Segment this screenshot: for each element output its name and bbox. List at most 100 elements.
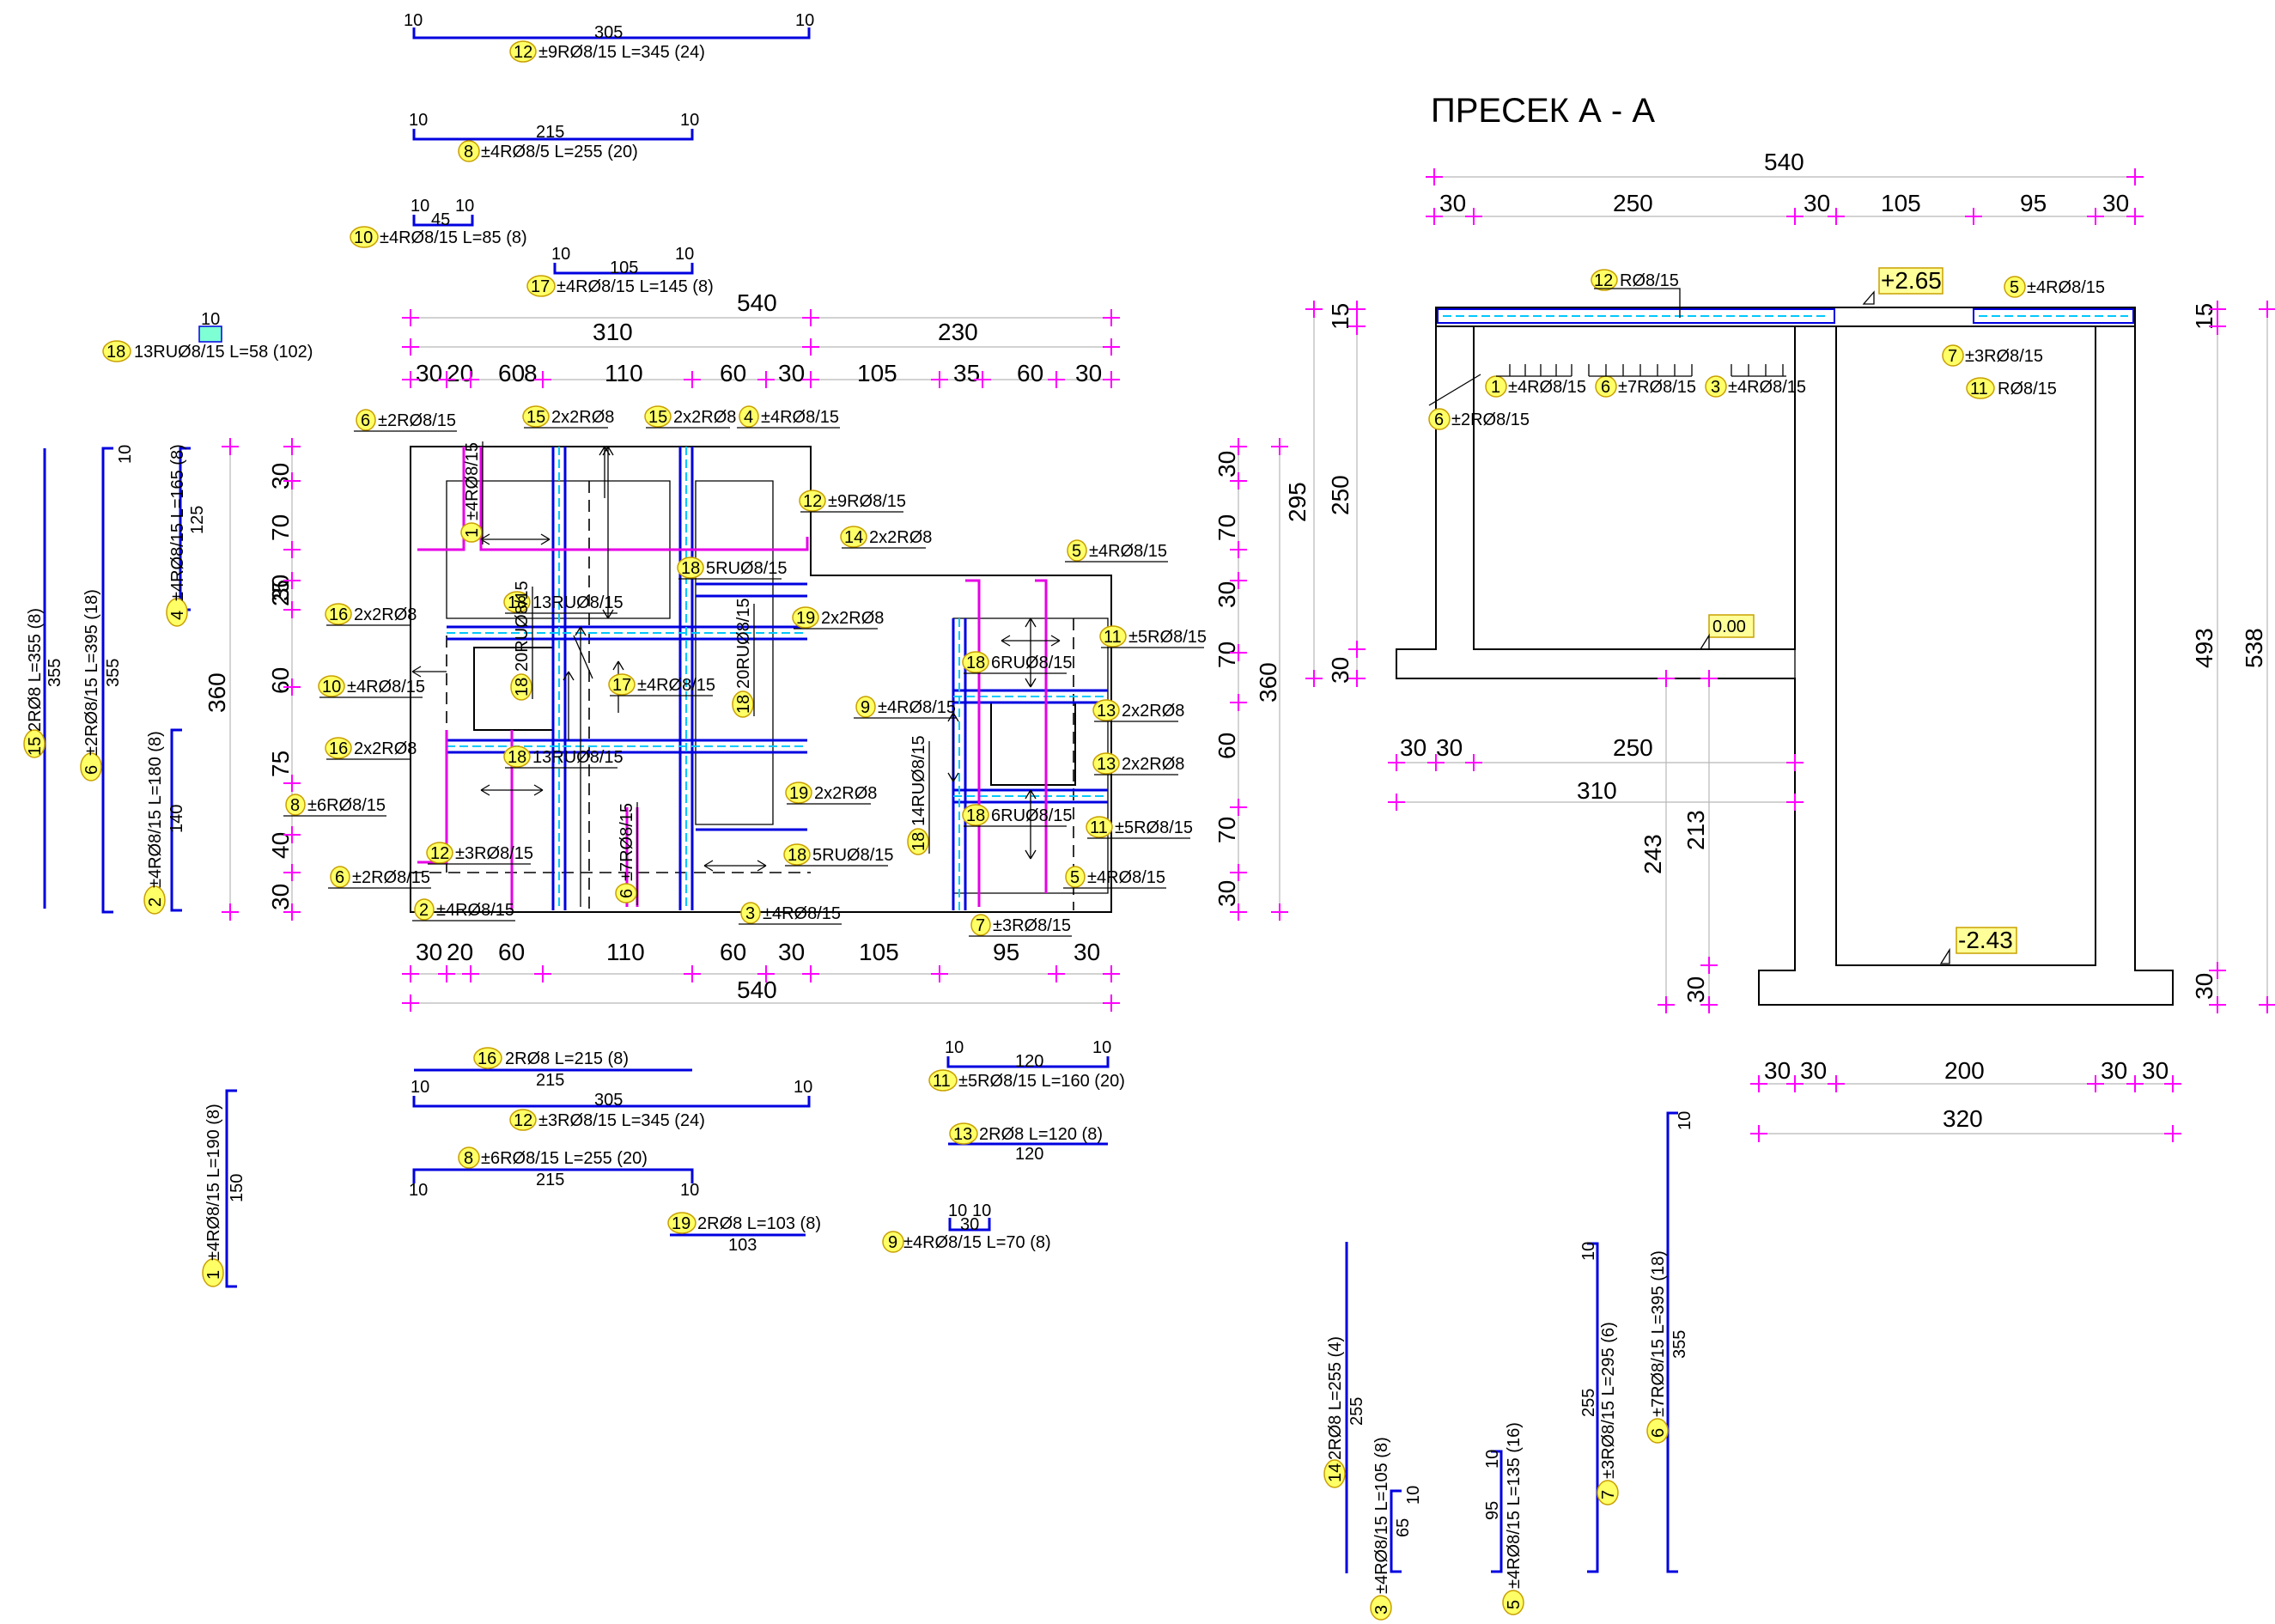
bar-marker bbox=[1092, 699, 1120, 721]
dimension-tick bbox=[438, 371, 455, 388]
dimension-tick bbox=[1700, 957, 1718, 974]
bar-marker bbox=[1502, 1590, 1524, 1615]
bar-number: 19 bbox=[789, 784, 808, 803]
dim: 70 bbox=[1214, 514, 1240, 541]
dimension-tick bbox=[438, 965, 455, 982]
bar-marker bbox=[509, 40, 537, 63]
dimension-tick bbox=[2164, 1075, 2181, 1092]
dimension-tick bbox=[757, 371, 775, 388]
bar-marker bbox=[330, 866, 350, 888]
bar-number: 8 bbox=[290, 796, 300, 815]
dim: 70 bbox=[267, 514, 294, 541]
bar-spec: ±4RØ8/15 bbox=[463, 442, 482, 520]
dim: 30 bbox=[1800, 1057, 1827, 1084]
bar-marker bbox=[460, 522, 483, 543]
dim: 20 bbox=[447, 939, 473, 965]
bar-marker bbox=[615, 883, 637, 903]
bar-spec: ±4RØ8/15 bbox=[637, 676, 715, 695]
bar-number: 7 bbox=[1948, 347, 1957, 366]
bar-number: 7 bbox=[1599, 1490, 1618, 1499]
bar-number: 14 bbox=[1326, 1463, 1345, 1482]
hook-label: 10 bbox=[411, 197, 429, 216]
bar-marker bbox=[1067, 539, 1087, 562]
bar-spec: 14RUØ8/15 bbox=[909, 735, 928, 826]
dim: 70 bbox=[1214, 817, 1240, 843]
dimension-tick bbox=[684, 965, 701, 982]
bar-number: 15 bbox=[26, 737, 45, 756]
dimension-tick bbox=[222, 903, 239, 921]
plan-label: 1 ±4RØ8/15 bbox=[460, 441, 484, 544]
bar-spec: ±2RØ8/15 bbox=[378, 411, 456, 430]
bar-spec: ±2RØ8/15 bbox=[1451, 411, 1530, 429]
bar-number: 6 bbox=[82, 765, 101, 775]
bar-spec: ±4RØ8/15 bbox=[347, 678, 425, 696]
bar-marker bbox=[1942, 344, 1964, 367]
bar-marker bbox=[799, 490, 826, 512]
dim: 95 bbox=[2020, 190, 2047, 216]
dim: 95 bbox=[993, 939, 1019, 965]
dimension-tick bbox=[1348, 670, 1366, 687]
level-bottom: -2.43 bbox=[1958, 927, 2013, 953]
bar-spec: 2x2RØ8 bbox=[354, 739, 417, 758]
slab-reinforcement bbox=[1437, 308, 1835, 324]
bar-spec: ±7RØ8/15 L=395 (18) bbox=[1649, 1250, 1668, 1417]
bar-number: 8 bbox=[464, 143, 473, 161]
dim: 30 bbox=[2191, 973, 2217, 1000]
bar-marker bbox=[667, 1212, 696, 1234]
bar-spec: ±2RØ8/15 L=395 (18) bbox=[82, 589, 101, 756]
bar-spec: RØ8/15 bbox=[1620, 271, 1679, 290]
bar-spec: ±9RØ8/15 bbox=[828, 492, 906, 511]
bar-spec: ±4RØ8/15 bbox=[2027, 278, 2105, 297]
bar-number: 18 bbox=[508, 748, 526, 767]
bar-number: 1 bbox=[463, 528, 482, 538]
bar-spec: 13RUØ8/15 bbox=[532, 593, 623, 612]
bar-number: 3 bbox=[745, 904, 755, 923]
dim: 320 bbox=[1943, 1105, 1983, 1132]
bar-spec: ±5RØ8/15 bbox=[1128, 628, 1207, 647]
dim: 250 bbox=[1613, 190, 1653, 216]
dimension-tick bbox=[2126, 168, 2144, 186]
bar-spec: 2x2RØ8 bbox=[869, 528, 932, 547]
dimension-tick bbox=[1348, 318, 1366, 335]
dim-total: 540 bbox=[737, 976, 777, 1003]
dim: 110 bbox=[606, 939, 645, 965]
bar-marker bbox=[949, 1122, 978, 1145]
bar-spec: 2x2RØ8 bbox=[821, 609, 884, 628]
plan-label: 19 2x2RØ8 bbox=[785, 782, 877, 805]
dim: 105 bbox=[1881, 190, 1921, 216]
dim: 493 bbox=[2191, 628, 2217, 668]
dimension-tick bbox=[1230, 864, 1247, 881]
dimension-tick bbox=[534, 371, 551, 388]
plan-label: 11±5RØ8/15 bbox=[1086, 816, 1193, 839]
bar-marker bbox=[102, 340, 131, 362]
dimension-tick bbox=[1465, 754, 1482, 771]
dimension-tick bbox=[283, 601, 301, 618]
dimension-tick bbox=[1048, 965, 1065, 982]
bar-length: 355 bbox=[104, 659, 123, 687]
bar-number: 10 bbox=[322, 678, 341, 696]
bar-spec: 2RØ8 L=355 (8) bbox=[26, 608, 45, 732]
level-marker bbox=[1708, 614, 1755, 638]
dimension-tick bbox=[802, 965, 819, 982]
bar-schedule-top: 10 10 305 12 ±9RØ8/15 L=345 (24) 10 10 2… bbox=[102, 11, 814, 362]
dimension-tick bbox=[1658, 996, 1675, 1013]
dimension-tick bbox=[1103, 994, 1120, 1012]
dim: 30 bbox=[1400, 734, 1426, 761]
bar-spec: 2x2RØ8 bbox=[551, 408, 614, 427]
dim: 15 bbox=[1327, 303, 1353, 330]
bar-spec: 2x2RØ8 bbox=[814, 784, 877, 803]
bar-spec: 2RØ8 L=120 (8) bbox=[979, 1125, 1103, 1144]
dimension-tick bbox=[1700, 670, 1718, 687]
dim: 70 bbox=[1214, 642, 1240, 668]
dim: 75 bbox=[267, 751, 294, 777]
bar-spec: ±4RØ8/15 bbox=[1728, 378, 1806, 397]
bar-number: 16 bbox=[329, 605, 348, 624]
dim-total: 360 bbox=[204, 672, 230, 713]
plan-label: 17±4RØ8/15 bbox=[608, 673, 715, 696]
hook-label: 10 bbox=[409, 111, 428, 130]
hook-label: 10 bbox=[411, 1078, 429, 1097]
bar-schedule-right: 14 2RØ8 L=255 (4) 255 10 3 ±4RØ8/15 L=10… bbox=[1323, 1111, 1694, 1621]
